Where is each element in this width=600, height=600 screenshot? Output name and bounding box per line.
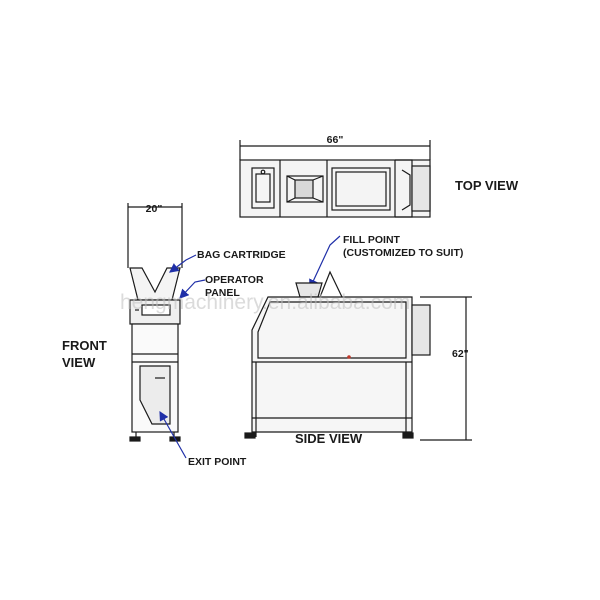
bag-cartridge-callout: BAG CARTRIDGE <box>197 249 286 261</box>
front-view <box>127 203 183 442</box>
fill-point-callout-line1: FILL POINT <box>343 234 401 246</box>
top-view-label: TOP VIEW <box>455 178 519 193</box>
top-view <box>239 140 431 218</box>
operator-panel-callout-line1: OPERATOR <box>205 274 264 286</box>
watermark: hengmachinery.en.alibaba.com <box>120 291 410 314</box>
exit-point-callout: EXIT POINT <box>188 456 247 468</box>
operator-panel-callout-line2: PANEL <box>205 287 240 299</box>
front-view-label-line1: FRONT <box>62 338 107 353</box>
fill-point-callout-line2: (CUSTOMIZED TO SUIT) <box>343 247 463 259</box>
callout-leaders <box>159 235 341 459</box>
side-height-dimension: 62" <box>452 348 469 360</box>
front-width-dimension: 20" <box>146 203 163 215</box>
side-view-label: SIDE VIEW <box>295 431 363 446</box>
front-view-label-line2: VIEW <box>62 355 96 370</box>
top-width-dimension: 66" <box>327 134 344 146</box>
side-view <box>244 270 472 441</box>
